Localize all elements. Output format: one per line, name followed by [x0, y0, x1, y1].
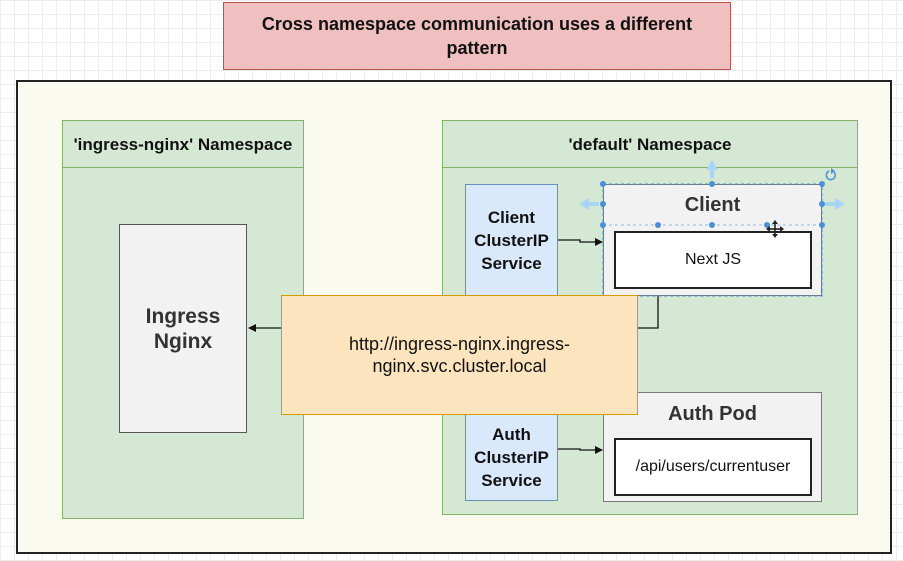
resize-arrow-icons[interactable] — [579, 160, 845, 210]
diagram-title: Cross namespace communication uses a dif… — [223, 2, 731, 70]
move-cursor-icon — [766, 220, 784, 238]
default-namespace-header: 'default' Namespace — [443, 121, 857, 168]
current-user-box[interactable]: /api/users/currentuser — [614, 438, 812, 496]
cluster-url-box[interactable]: http://ingress-nginx.ingress-nginx.svc.c… — [281, 295, 638, 415]
selection-outline[interactable] — [602, 183, 823, 297]
rotate-icon[interactable] — [825, 168, 837, 181]
selection-handle-points[interactable] — [600, 181, 825, 228]
client-to-ingress-connector — [638, 296, 659, 329]
auth-pod-title: Auth Pod — [668, 403, 757, 425]
auth-service-label: Auth ClusterIP Service — [474, 425, 549, 490]
client-clusterip-service[interactable]: Client ClusterIP Service — [465, 184, 558, 296]
ingress-nginx-box[interactable]: Ingress Nginx — [119, 224, 247, 433]
client-service-label: Client ClusterIP Service — [474, 207, 549, 273]
ingress-nginx-label: Ingress Nginx — [145, 304, 221, 353]
ingress-namespace-header: 'ingress-nginx' Namespace — [63, 121, 303, 168]
client-pod-title: Client — [684, 194, 741, 216]
auth-service-to-pod-arrow — [558, 446, 603, 454]
cluster-url-label: http://ingress-nginx.ingress-nginx.svc.c… — [348, 334, 571, 376]
client-service-to-pod-arrow — [558, 238, 603, 246]
current-user-label: /api/users/currentuser — [635, 458, 791, 475]
next-js-box[interactable]: Next JS — [614, 231, 812, 289]
next-js-label: Next JS — [684, 251, 741, 268]
